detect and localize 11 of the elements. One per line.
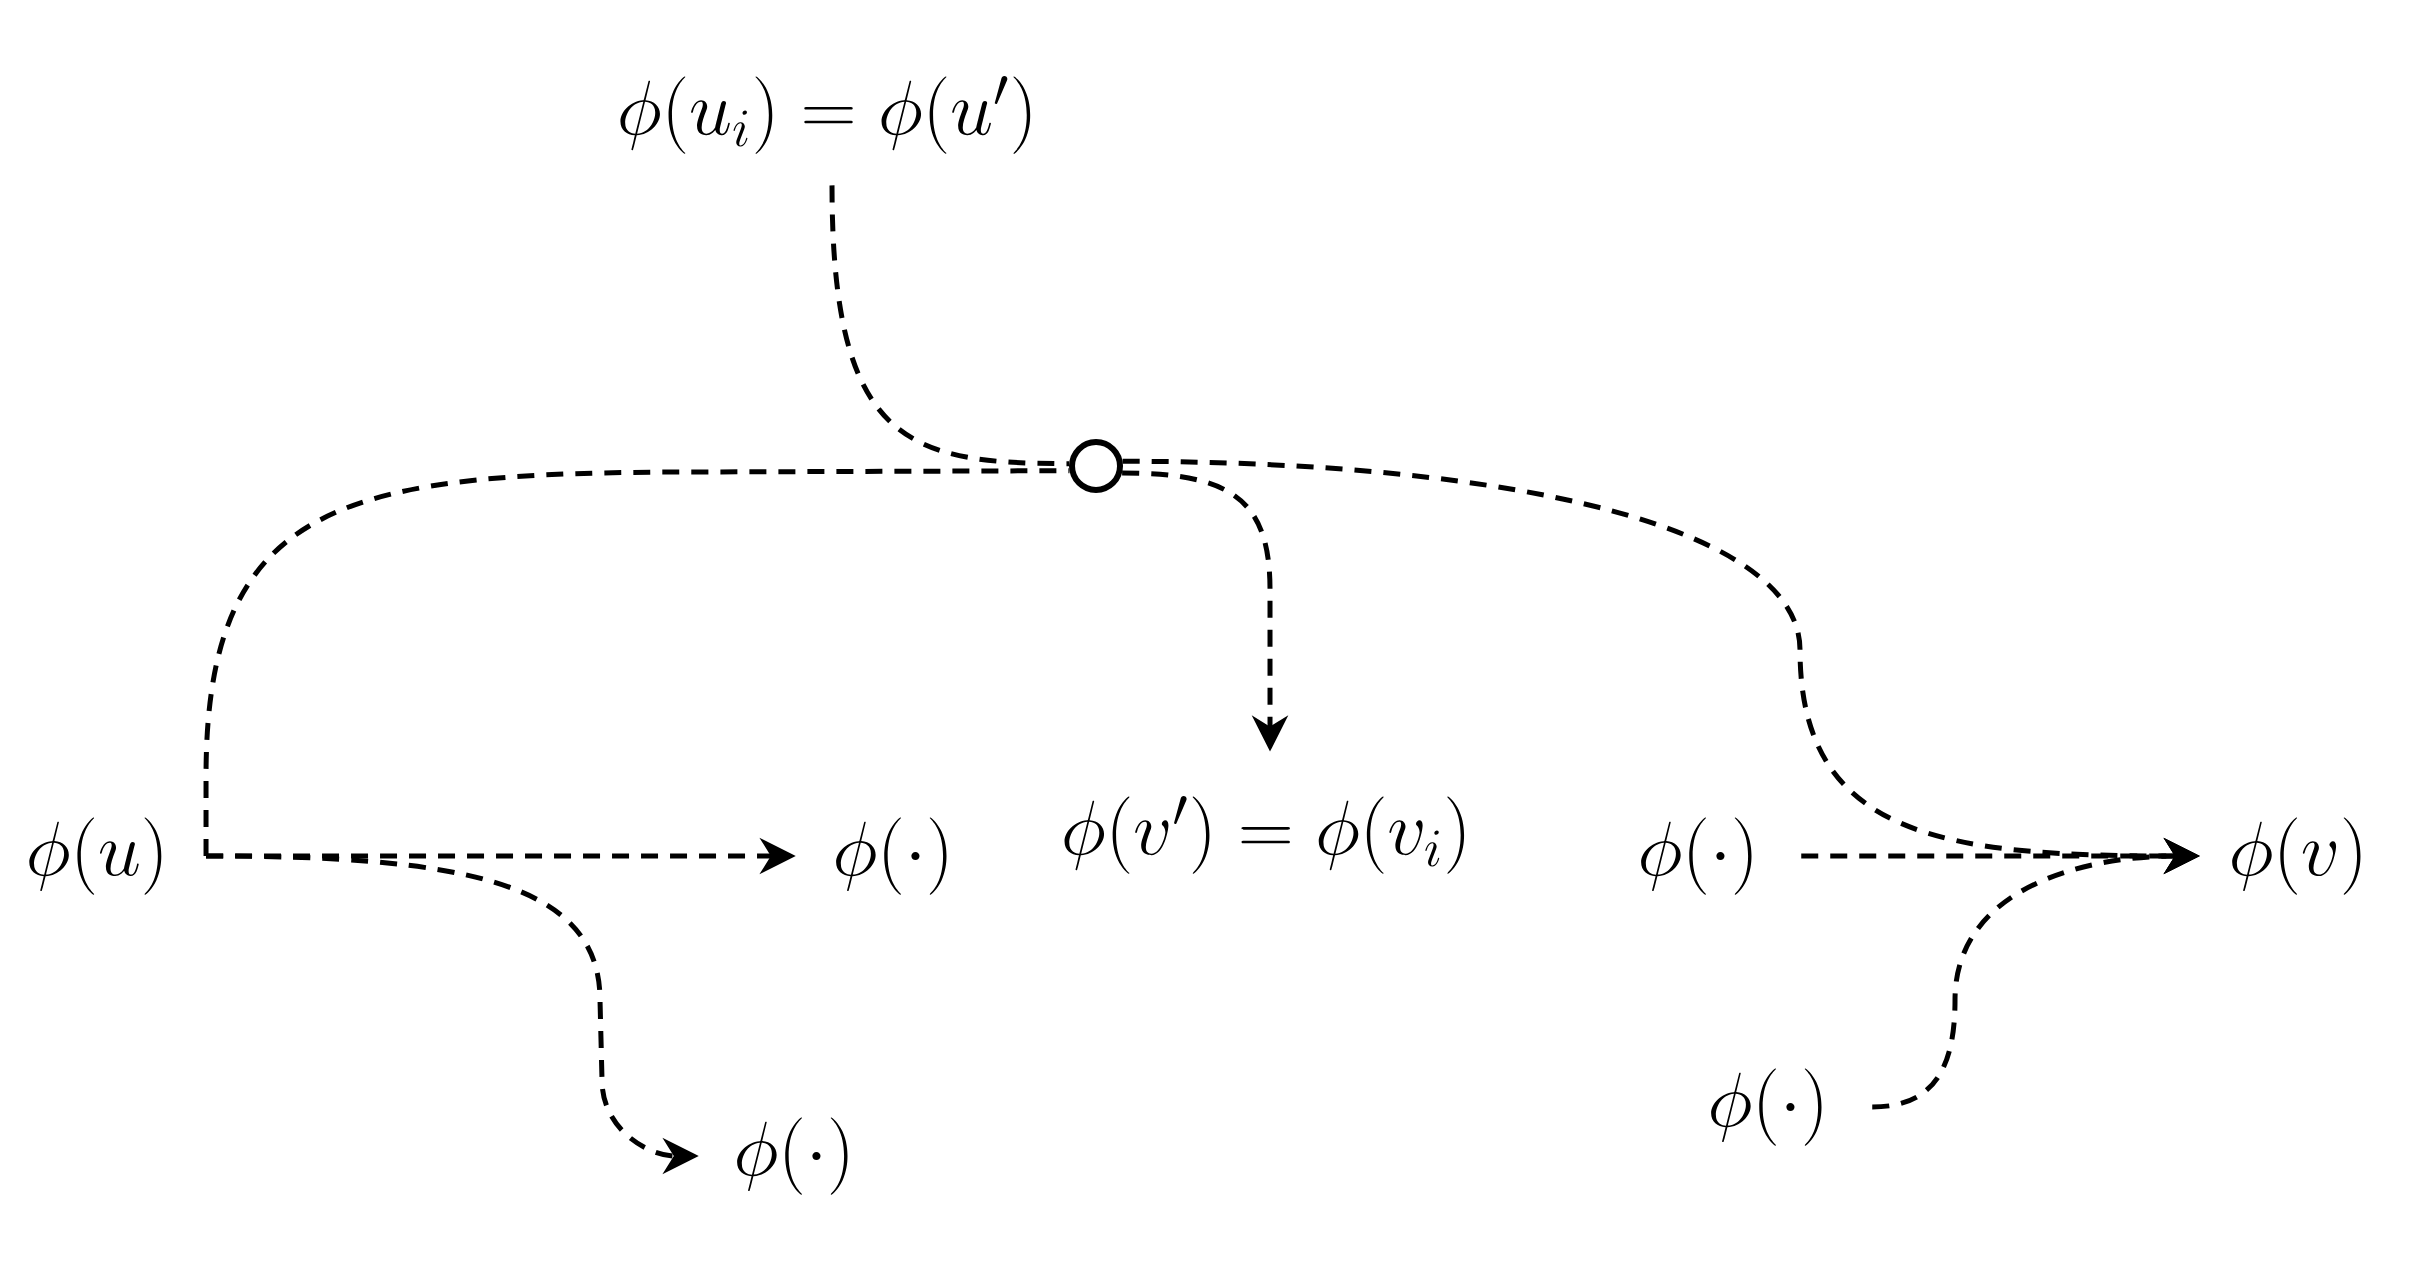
junction-circle xyxy=(1069,439,1123,493)
dashed-line xyxy=(829,185,1070,467)
formula-label: $\phi(\cdot)$ xyxy=(1711,1068,1822,1146)
formula-label: $\phi(v)$ xyxy=(2232,817,2361,895)
formula-label: $\phi(\cdot)$ xyxy=(737,1117,848,1195)
formula-label: $\phi(u_i) = \phi(u')$ xyxy=(620,76,1031,154)
formula-label: $\phi(u)$ xyxy=(29,817,162,895)
formula-label: $\phi(\cdot)$ xyxy=(836,817,947,895)
formula-label: $\phi(\cdot)$ xyxy=(1641,817,1752,895)
dashed-line xyxy=(203,468,1070,856)
formula-label: $\phi(v') = \phi(v_i)$ xyxy=(1064,796,1465,874)
